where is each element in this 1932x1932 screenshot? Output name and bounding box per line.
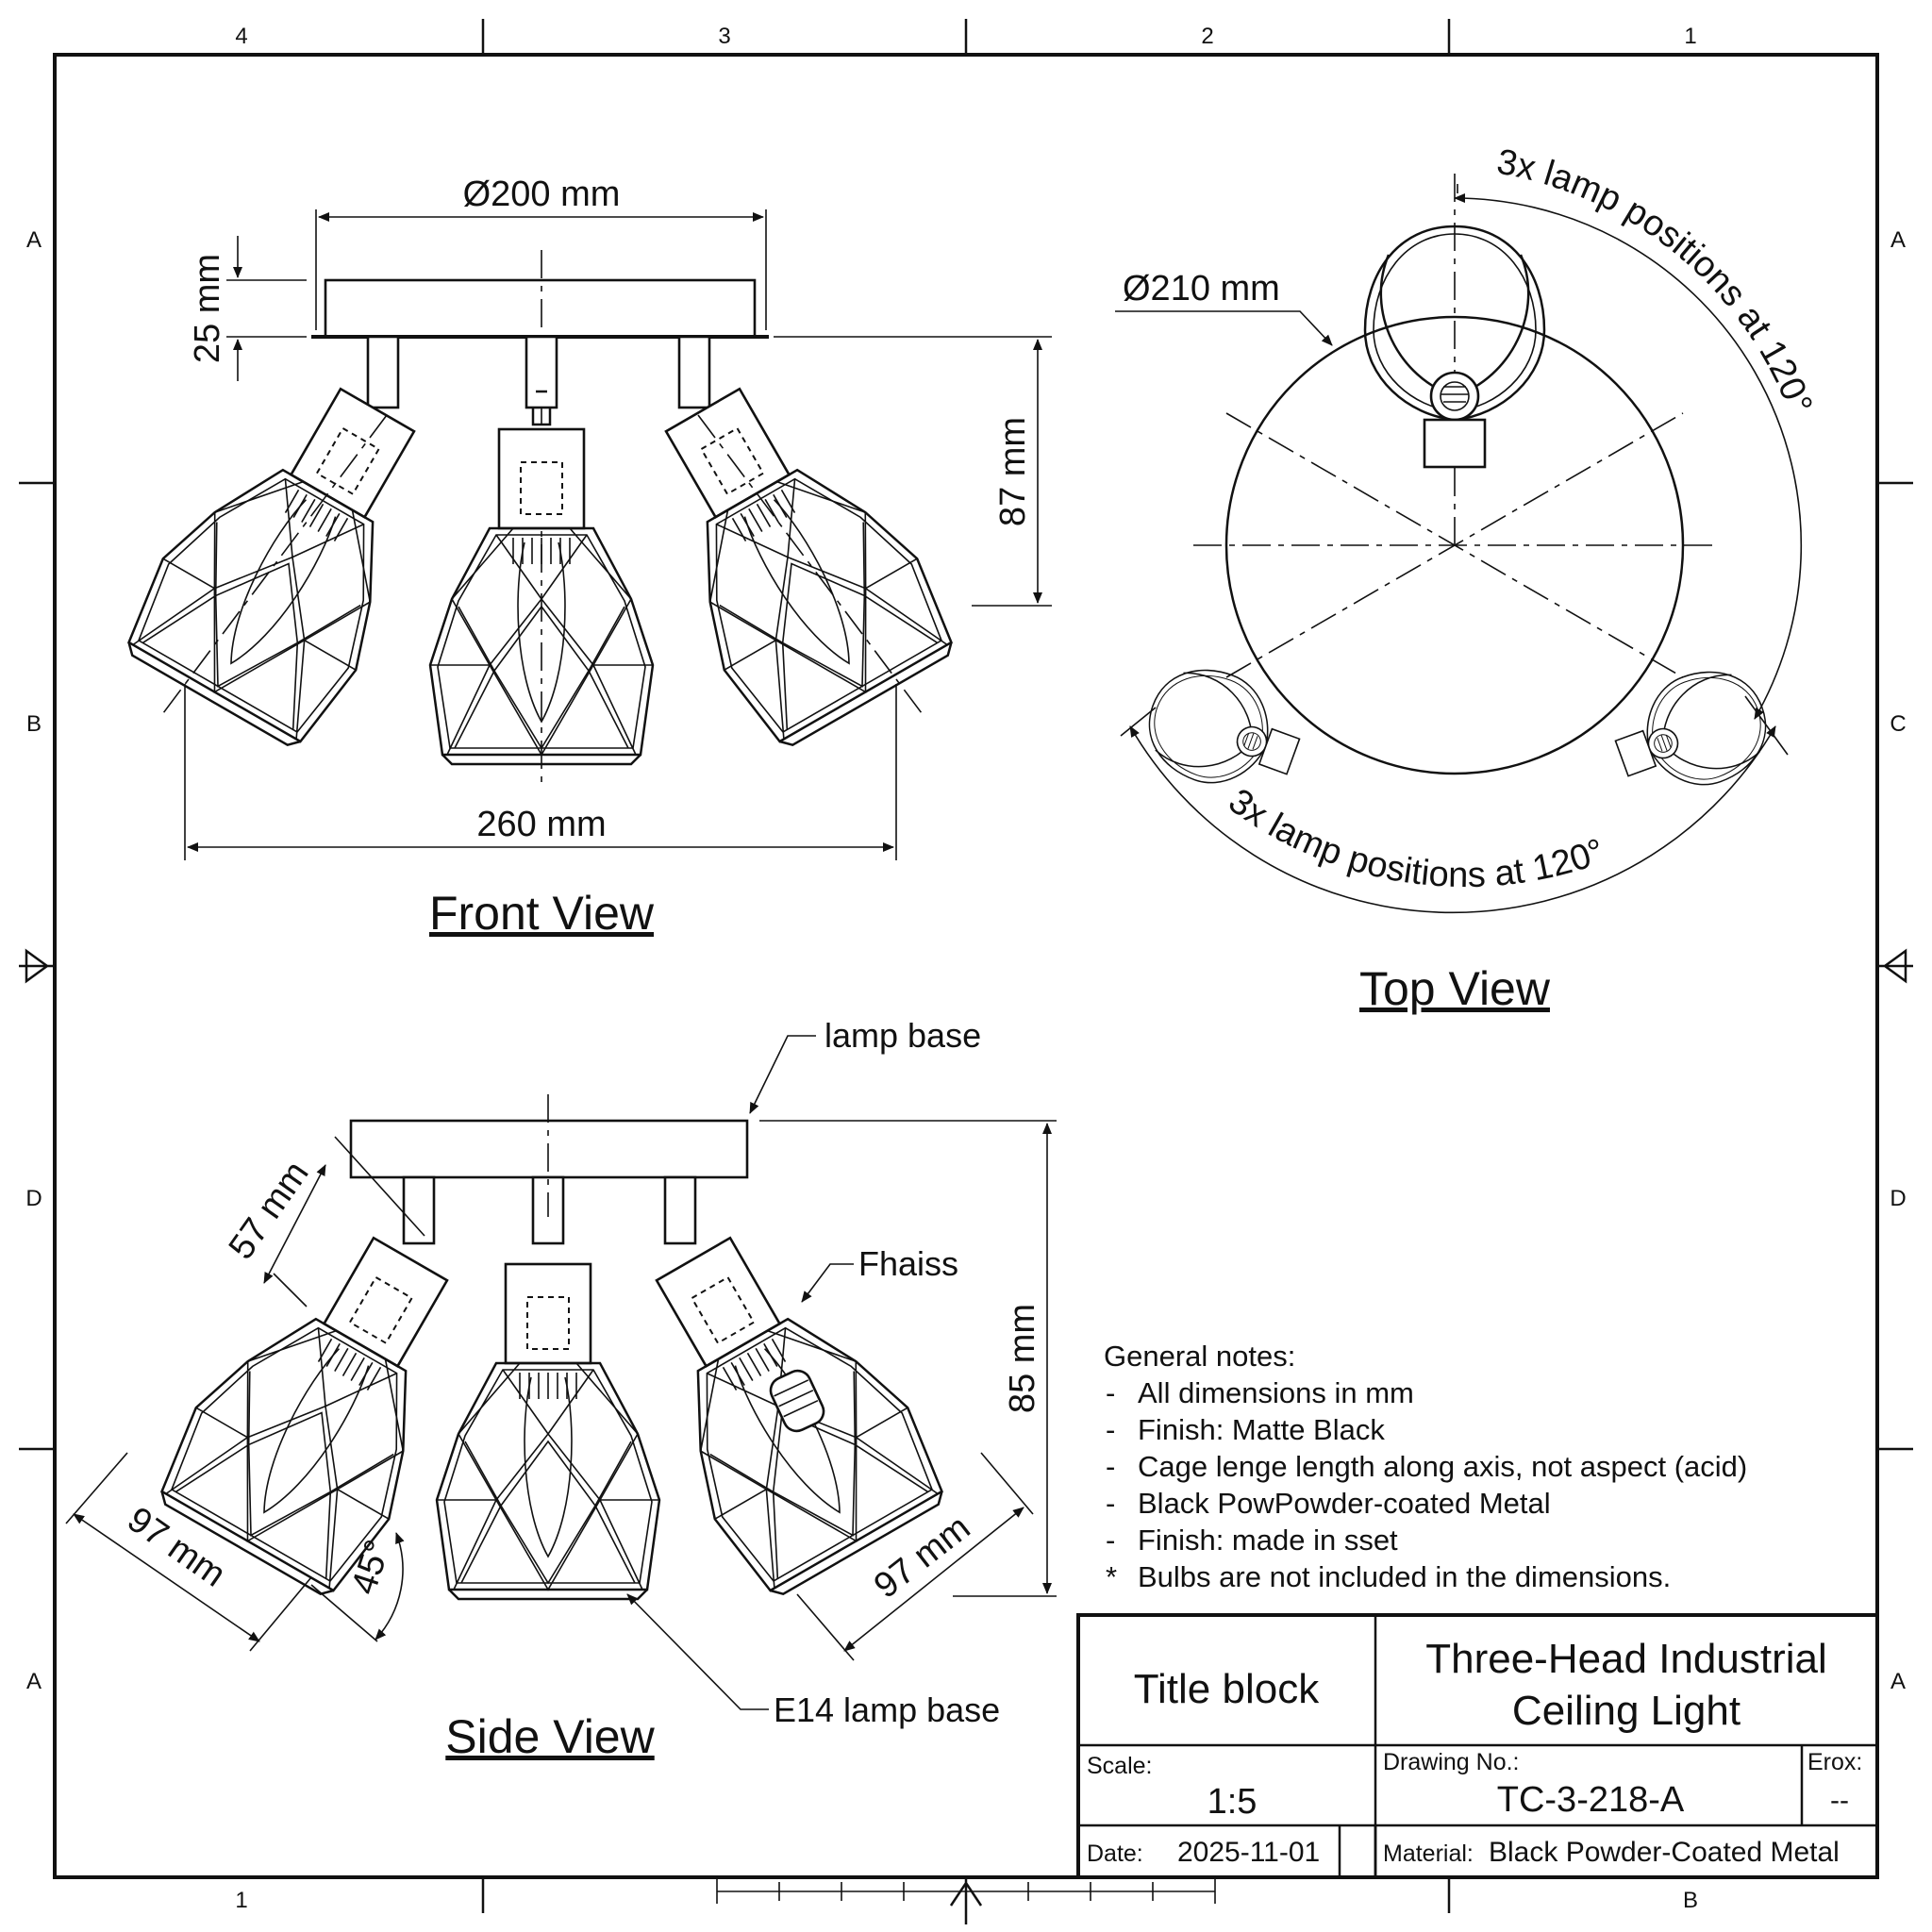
material-value: Black Powder-Coated Metal <box>1489 1837 1840 1868</box>
top-lamp-3 <box>1602 654 1782 812</box>
note-item: Black PowPowder-coated Metal <box>1138 1487 1551 1520</box>
drawing-number-value: TC-3-218-A <box>1497 1780 1685 1820</box>
drawing-number-label: Drawing No.: <box>1383 1749 1520 1775</box>
note-item: Cage lenge length along axis, not aspect… <box>1138 1450 1747 1483</box>
zone-bottom-1: 1 <box>235 1888 247 1913</box>
top-view: Ø210 mm 3x lamp positions at 120° 3x lam… <box>1115 142 1820 1015</box>
zone-left-2: B <box>26 711 42 737</box>
zone-top-3: 2 <box>1201 24 1213 49</box>
revision-label: Erox: <box>1807 1749 1862 1775</box>
scale-ruler <box>716 1879 1216 1904</box>
front-dim-width: 260 mm <box>476 805 606 844</box>
zone-left-3: D <box>25 1186 42 1211</box>
date-label: Date: <box>1087 1840 1143 1867</box>
drawing-border: 4 3 2 1 1 B A B D A A C D A <box>19 19 1913 1924</box>
note-item: Bulbs are not included in the dimensions… <box>1138 1560 1671 1593</box>
front-dim-height: 87 mm <box>993 417 1033 526</box>
note-bullet: - <box>1106 1376 1115 1409</box>
front-view: Ø200 mm 25 mm 87 mm 260 mm Front View <box>112 175 1052 940</box>
side-view: lamp base Fhaiss E14 lamp base 57 mm 85 … <box>65 1016 1057 1763</box>
scale-value: 1:5 <box>1208 1782 1257 1822</box>
note-bullet: - <box>1106 1487 1115 1520</box>
zone-top-1: 4 <box>235 24 247 49</box>
top-arc-label-right: 3x lamp positions at 120° <box>1493 142 1819 420</box>
note-item: Finish: Matte Black <box>1138 1413 1385 1446</box>
front-lamp-right <box>605 353 968 758</box>
side-callout-finish: Fhaiss <box>858 1244 958 1283</box>
title-block-label: Title block <box>1134 1666 1320 1712</box>
centring-mark-right <box>1877 948 1913 984</box>
side-callout-e14: E14 lamp base <box>774 1690 1000 1729</box>
side-lamp-center <box>435 1262 661 1601</box>
note-bullet: - <box>1106 1450 1115 1483</box>
side-dim-angle: 45° <box>344 1535 399 1599</box>
zone-top-2: 3 <box>718 24 730 49</box>
front-lamp-left <box>112 353 475 758</box>
side-dim-height: 85 mm <box>1003 1304 1042 1413</box>
title-block: Title block Three-Head Industrial Ceilin… <box>1076 1613 1879 1879</box>
side-canopy <box>349 1119 749 1179</box>
material-label: Material: <box>1383 1840 1474 1867</box>
top-view-title: Top View <box>1359 962 1551 1015</box>
note-bullet: - <box>1106 1524 1115 1557</box>
drawing-title-line-1: Three-Head Industrial <box>1425 1636 1827 1682</box>
zone-right-3: D <box>1890 1186 1906 1211</box>
note-item: Finish: made in sset <box>1138 1524 1398 1557</box>
top-lamp-2 <box>1133 652 1313 810</box>
revision-value: -- <box>1830 1785 1849 1816</box>
front-canopy <box>324 278 757 339</box>
centring-mark-bottom <box>949 1877 983 1924</box>
top-arc-label-bottom: 3x lamp positions at 120° <box>1222 781 1610 895</box>
front-dim-diameter: Ø200 mm <box>463 175 621 214</box>
zone-left-1: A <box>26 227 42 253</box>
zone-top-4: 1 <box>1684 24 1696 49</box>
zone-right-2: C <box>1890 711 1906 737</box>
side-dim-left-cage: 97 mm <box>120 1500 232 1595</box>
note-item: All dimensions in mm <box>1138 1376 1414 1409</box>
side-callout-lamp-base: lamp base <box>824 1016 981 1055</box>
note-bullet: * <box>1106 1560 1117 1593</box>
top-dim-diameter: Ø210 mm <box>1123 269 1280 308</box>
drawing-title-line-2: Ceiling Light <box>1512 1688 1740 1734</box>
date-value: 2025-11-01 <box>1177 1837 1320 1868</box>
notes-heading: General notes: <box>1104 1340 1295 1373</box>
zone-left-4: A <box>26 1669 42 1694</box>
front-view-title: Front View <box>429 887 655 940</box>
scale-label: Scale: <box>1087 1753 1152 1779</box>
front-dim-thickness: 25 mm <box>188 254 227 363</box>
side-view-title: Side View <box>445 1710 655 1763</box>
zone-right-4: A <box>1890 1669 1906 1694</box>
zone-bottom-2: B <box>1683 1888 1698 1913</box>
note-bullet: - <box>1106 1413 1115 1446</box>
centring-mark-left <box>19 948 55 984</box>
zone-right-1: A <box>1890 227 1906 253</box>
general-notes: General notes: - All dimensions in mm - … <box>1104 1340 1747 1593</box>
